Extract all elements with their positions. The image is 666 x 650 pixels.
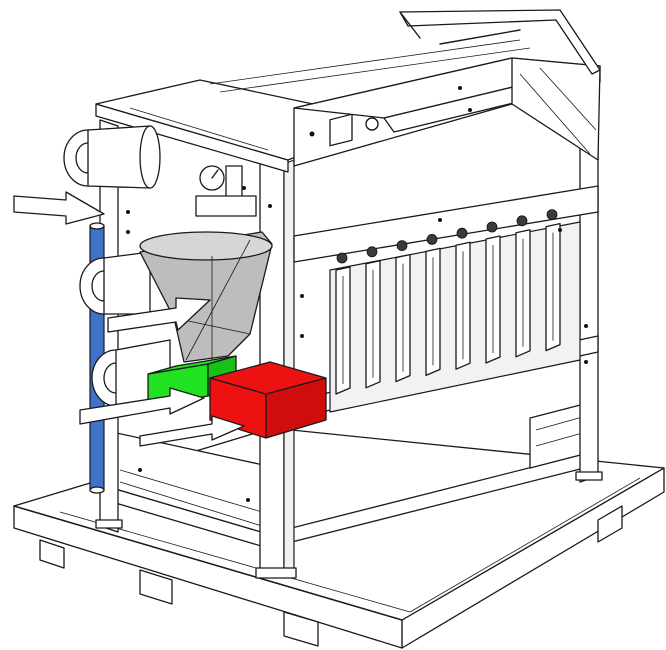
bolt — [246, 498, 250, 502]
burner-nozzle — [486, 221, 498, 233]
display-screen-icon — [329, 113, 353, 147]
bolt — [300, 294, 304, 298]
hopper-body — [139, 231, 273, 363]
control-knob — [365, 117, 379, 131]
callout-arrow-block — [139, 415, 245, 447]
burner-nozzle — [366, 246, 378, 258]
upper-flange — [63, 125, 161, 189]
grey-hopper — [139, 231, 273, 363]
burner-nozzle — [546, 209, 558, 221]
bolt — [558, 228, 562, 232]
burner-nozzle — [396, 240, 408, 252]
bolt — [126, 230, 130, 234]
middle-flange — [79, 251, 151, 315]
pallet-foot — [39, 539, 65, 569]
callout-arrow-lower-flange — [79, 387, 205, 425]
upper-rail — [293, 185, 599, 263]
bolt — [584, 360, 588, 364]
bolt — [584, 324, 588, 328]
burner-nozzle — [516, 215, 528, 227]
callout-arrows — [13, 191, 245, 447]
bolt — [458, 86, 462, 90]
callout-arrow-hopper — [107, 297, 211, 333]
pallet-foot — [139, 569, 173, 605]
bolt — [438, 218, 442, 222]
hood-side — [511, 57, 601, 161]
red-block — [209, 361, 327, 439]
bolt — [300, 334, 304, 338]
exchanger-sections — [335, 209, 561, 395]
bolt — [126, 210, 130, 214]
pallet-foot — [597, 505, 623, 543]
burner-nozzle — [456, 227, 468, 239]
burner-nozzle — [336, 252, 348, 264]
burner-nozzle — [426, 233, 438, 245]
bolt — [138, 468, 142, 472]
lifting-beam — [399, 9, 601, 75]
top-frame — [95, 9, 601, 173]
callout-arrow-upper-pipe — [13, 191, 105, 225]
bolt-details — [126, 86, 588, 502]
valve-assembly — [195, 165, 257, 217]
bolt — [242, 186, 246, 190]
bolt — [268, 204, 272, 208]
pallet-foot — [283, 611, 319, 647]
bolt — [468, 108, 472, 112]
